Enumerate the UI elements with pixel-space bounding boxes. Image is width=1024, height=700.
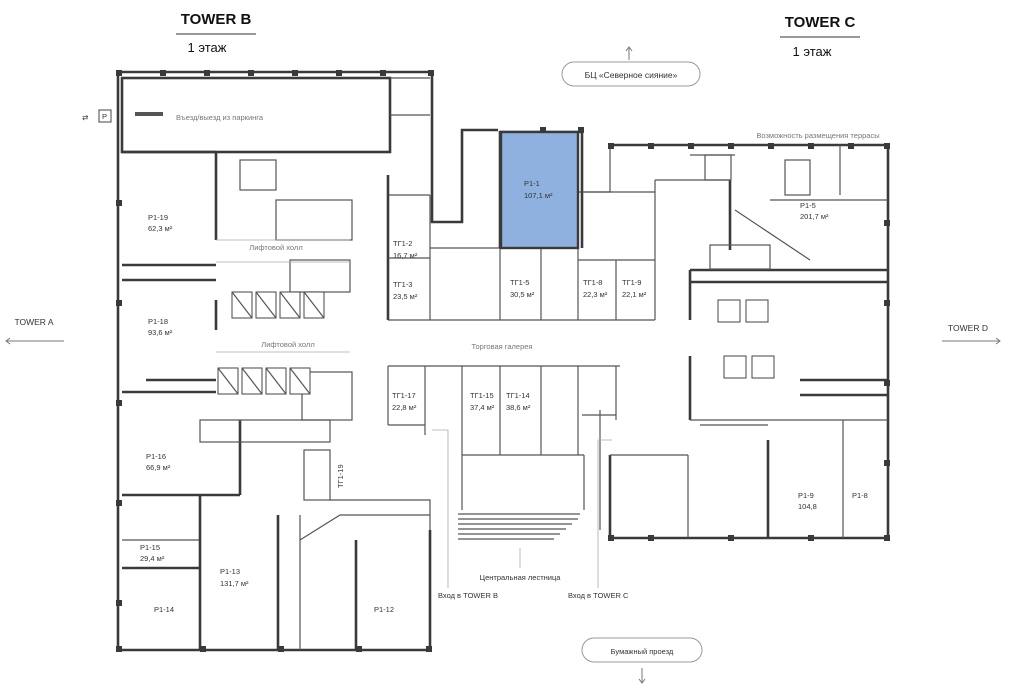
entry-tower-b[interactable]: Вход в TOWER B xyxy=(432,429,498,600)
svg-text:62,3 м²: 62,3 м² xyxy=(148,224,173,233)
svg-text:P1-8: P1-8 xyxy=(852,491,868,500)
svg-text:ТГ1-9: ТГ1-9 xyxy=(622,278,641,287)
gallery-label: Торговая галерея xyxy=(472,342,533,351)
unit-label-p1-8[interactable]: P1-8 xyxy=(852,491,868,500)
direction-left[interactable]: TOWER A xyxy=(5,317,64,345)
tower-b-title: TOWER B xyxy=(181,11,252,28)
svg-text:P1-12: P1-12 xyxy=(374,605,394,614)
unit-label-tg1-17[interactable]: ТГ1-17 22,8 м² xyxy=(392,391,417,412)
unit-label-p1-14[interactable]: P1-14 xyxy=(154,605,174,614)
unit-label-tg1-5[interactable]: ТГ1-5 30,5 м² xyxy=(510,278,535,299)
swap-arrows-icon: ⇄ xyxy=(82,113,88,122)
unit-label-tg1-14[interactable]: ТГ1-14 38,6 м² xyxy=(506,391,531,412)
direction-bottom[interactable]: Бумажный проезд xyxy=(581,637,703,684)
svg-text:P1-13: P1-13 xyxy=(220,567,240,576)
structural-columns xyxy=(116,70,890,652)
unit-label-p1-9[interactable]: P1-9 104,8 xyxy=(798,491,817,511)
svg-text:104,8: 104,8 xyxy=(798,502,817,511)
unit-p1-1[interactable] xyxy=(498,130,584,250)
direction-top-label: БЦ «Северное сияние» xyxy=(585,70,678,80)
direction-left-label: TOWER A xyxy=(14,317,53,327)
unit-label-p1-5[interactable]: P1-5 201,7 м² xyxy=(800,201,829,221)
svg-text:30,5 м²: 30,5 м² xyxy=(510,290,535,299)
svg-text:P1-14: P1-14 xyxy=(154,605,174,614)
direction-right-label: TOWER D xyxy=(948,323,988,333)
unit-label-p1-18[interactable]: P1-18 93,6 м² xyxy=(148,317,173,337)
svg-text:ТГ1-2: ТГ1-2 xyxy=(393,239,412,248)
unit-label-p1-13[interactable]: P1-13 131,7 м² xyxy=(220,567,249,588)
tower-b-outline xyxy=(116,70,434,652)
svg-text:ТГ1-8: ТГ1-8 xyxy=(583,278,602,287)
unit-label-tg1-9[interactable]: ТГ1-9 22,1 м² xyxy=(622,278,647,299)
elevators-tower-b-bottom xyxy=(217,367,311,395)
tower-c-title: TOWER C xyxy=(785,14,856,31)
svg-text:ТГ1-3: ТГ1-3 xyxy=(393,280,412,289)
svg-text:22,3 м²: 22,3 м² xyxy=(583,290,608,299)
unit-label-p1-19[interactable]: P1-19 62,3 м² xyxy=(148,213,173,233)
svg-text:P1-19: P1-19 xyxy=(148,213,168,222)
central-gallery-block xyxy=(386,128,656,530)
unit-label-p1-16[interactable]: P1-16 66,9 м² xyxy=(146,452,171,472)
lift-hall-label-1: Лифтовой холл xyxy=(249,243,302,252)
svg-text:131,7 м²: 131,7 м² xyxy=(220,579,249,588)
direction-bottom-label: Бумажный проезд xyxy=(611,647,674,656)
tower-c-outline xyxy=(582,143,890,540)
svg-text:ТГ1-15: ТГ1-15 xyxy=(470,391,494,400)
tower-b-floor: 1 этаж xyxy=(188,40,227,55)
unit-label-tg1-15[interactable]: ТГ1-15 37,4 м² xyxy=(470,391,495,412)
unit-label-p1-12[interactable]: P1-12 xyxy=(374,605,394,614)
unit-label-p1-15[interactable]: P1-15 29,4 м² xyxy=(140,543,165,563)
parking-label: Въезд/выезд из паркинга xyxy=(176,113,264,122)
svg-text:22,1 м²: 22,1 м² xyxy=(622,290,647,299)
svg-text:P1-18: P1-18 xyxy=(148,317,168,326)
svg-text:29,4 м²: 29,4 м² xyxy=(140,554,165,563)
parking-icon: P xyxy=(102,112,107,121)
direction-top[interactable]: БЦ «Северное сияние» xyxy=(561,46,701,87)
parking-entry[interactable]: ⇄ P Въезд/выезд из паркинга xyxy=(82,76,392,154)
unit-label-tg1-3[interactable]: ТГ1-3 23,5 м² xyxy=(393,280,418,301)
entry-tower-c[interactable]: Вход в TOWER C xyxy=(568,439,629,600)
svg-text:P1-1: P1-1 xyxy=(524,179,540,188)
tower-c-floor: 1 этаж xyxy=(793,44,832,59)
direction-right[interactable]: TOWER D xyxy=(942,323,1001,345)
svg-text:ТГ1-14: ТГ1-14 xyxy=(506,391,530,400)
unit-label-tg1-2[interactable]: ТГ1-2 16,7 м² xyxy=(393,239,418,260)
unit-label-tg1-8[interactable]: ТГ1-8 22,3 м² xyxy=(583,278,608,299)
svg-text:37,4 м²: 37,4 м² xyxy=(470,403,495,412)
entry-c-label: Вход в TOWER C xyxy=(568,591,629,600)
svg-text:ТГ1-17: ТГ1-17 xyxy=(392,391,416,400)
svg-text:201,7 м²: 201,7 м² xyxy=(800,212,829,221)
svg-text:ТГ1-5: ТГ1-5 xyxy=(510,278,529,287)
svg-text:P1-9: P1-9 xyxy=(798,491,814,500)
svg-text:23,5 м²: 23,5 м² xyxy=(393,292,418,301)
elevators-tower-b-top xyxy=(231,291,325,319)
svg-text:ТГ1-19: ТГ1-19 xyxy=(336,464,345,488)
svg-text:P1-15: P1-15 xyxy=(140,543,160,552)
unit-label-tg1-19[interactable]: ТГ1-19 xyxy=(336,464,345,488)
svg-text:66,9 м²: 66,9 м² xyxy=(146,463,171,472)
terrace-label: Возможность размещения террасы xyxy=(756,131,879,140)
entry-b-label: Вход в TOWER B xyxy=(438,591,498,600)
svg-text:38,6 м²: 38,6 м² xyxy=(506,403,531,412)
svg-text:93,6 м²: 93,6 м² xyxy=(148,328,173,337)
stair-label: Центральная лестница xyxy=(480,573,562,582)
lift-hall-label-2: Лифтовой холл xyxy=(261,340,314,349)
unit-label-p1-1[interactable]: P1-1 107,1 м² xyxy=(524,179,553,200)
svg-text:16,7 м²: 16,7 м² xyxy=(393,251,418,260)
central-stair: Центральная лестница xyxy=(458,513,580,582)
svg-text:P1-16: P1-16 xyxy=(146,452,166,461)
svg-text:107,1 м²: 107,1 м² xyxy=(524,191,553,200)
svg-text:P1-5: P1-5 xyxy=(800,201,816,210)
svg-text:22,8 м²: 22,8 м² xyxy=(392,403,417,412)
